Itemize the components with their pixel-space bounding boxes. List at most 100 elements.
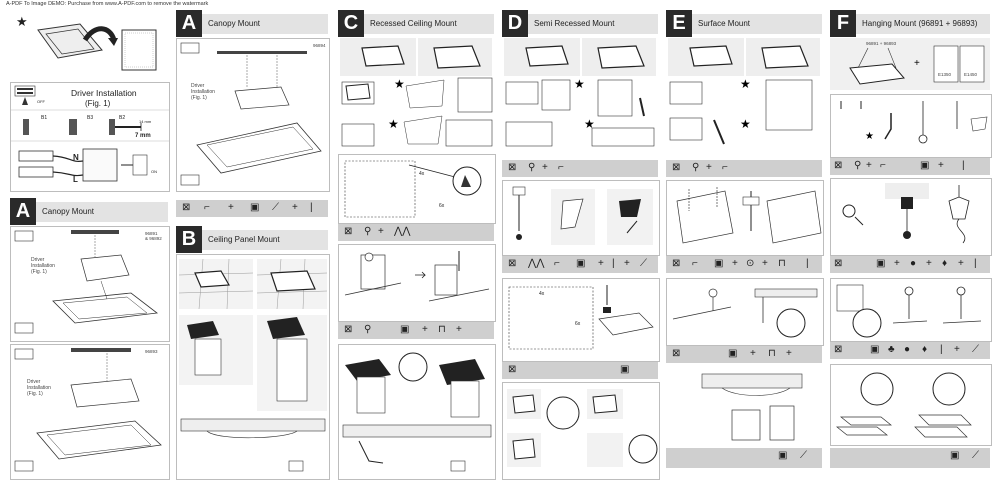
count-4x: 4x <box>419 171 425 177</box>
ceiling-panel-diagram <box>178 258 328 472</box>
recessed-overview: ★ ★ <box>340 38 493 147</box>
clip-icon: ⊓ <box>768 348 776 359</box>
plus-icon: + <box>938 160 944 171</box>
section-f-header: F Hanging Mount (96891 + 96893) <box>830 10 990 37</box>
section-title: Semi Recessed Mount <box>534 19 615 28</box>
hanging-drill-panel: ★ <box>830 94 992 158</box>
section-b-header: B Ceiling Panel Mount <box>176 226 328 253</box>
plus-icon: + <box>786 348 792 359</box>
n-label: N <box>73 153 79 162</box>
section-title: Canopy Mount <box>208 19 261 28</box>
hanging-final-diagram <box>836 372 972 438</box>
semi-recessed-overview: ★ ★ <box>504 38 656 147</box>
tools-bar: ⊠ ⋀⋀ ⌐ ▣ + | + ⟋ <box>502 256 658 273</box>
semi-install-diagram <box>507 389 658 467</box>
box-icon: ▣ <box>778 450 788 461</box>
section-letter: C <box>338 10 364 37</box>
cutout-diagram <box>344 160 482 218</box>
recessed-cutout-panel: 4x 6x <box>338 154 496 224</box>
svg-text:★: ★ <box>388 117 399 131</box>
driver-installation-panel: Driver Installation (Fig. 1) OFF B1 B3 B… <box>10 82 170 192</box>
recessed-clip-panel <box>338 244 496 322</box>
driver-note: Driver Installation (Fig. 1) <box>31 257 55 275</box>
plus-icon: + <box>624 258 630 269</box>
plus-icon: + <box>954 344 960 355</box>
ladder-icon: ⊠ <box>344 324 353 335</box>
ladder-icon: ⊠ <box>672 162 681 173</box>
ladder-icon: ⊠ <box>672 348 681 359</box>
recessed-overview-panel: ★ ★ <box>338 38 494 150</box>
plus-icon: + <box>894 258 900 269</box>
semi-recessed-overview-panel: ★ ★ <box>502 38 658 154</box>
hanging-final-panel <box>830 364 992 446</box>
tools-bar: ⊠ ⚲ + ⌐ <box>502 160 658 177</box>
count-6x: 6x <box>575 321 581 327</box>
plug-icon: ⟋ <box>972 344 979 355</box>
plug-icon: ⟋ <box>640 258 647 269</box>
hand-icon: ⚲ <box>854 160 862 171</box>
screwdriver-icon: | <box>806 258 809 269</box>
surface-final-diagram <box>701 373 803 441</box>
canopy-mount-96893-panel: 96893 Driver Installation (Fig. 1) <box>10 344 170 480</box>
tools-bar: ▣ ⟋ <box>830 448 990 468</box>
hanging-bracket-diagram <box>836 284 982 338</box>
section-title: Ceiling Panel Mount <box>208 235 280 244</box>
section-letter: A <box>176 10 202 37</box>
tools-bar: ⊠ ⚲ + ⋀⋀ <box>338 224 494 241</box>
semi-recessed-drill-panel <box>502 180 660 256</box>
box-icon: ▣ <box>728 348 738 359</box>
plug-icon: ⟋ <box>972 450 979 461</box>
hanging-drill-diagram: ★ <box>840 101 988 144</box>
surface-overview-panel: ★ ★ <box>666 38 822 154</box>
plus-icon: + <box>422 324 428 335</box>
screwdriver-icon: | <box>940 344 943 355</box>
tools-bar: ⊠ ▣ + ⊓ + <box>666 346 822 363</box>
section-e-header: E Surface Mount <box>666 10 822 37</box>
clip-icon: ♦ <box>922 344 928 355</box>
section-title: Recessed Ceiling Mount <box>370 19 457 28</box>
driver-note: Driver Installation (Fig. 1) <box>191 83 215 101</box>
part-code: 96893 <box>145 349 158 354</box>
tools-bar: ⊠ ⚲ + ⌐ ▣ + | <box>830 158 990 175</box>
box-icon: ▣ <box>400 324 410 335</box>
ladder-icon: ⊠ <box>834 258 843 269</box>
clip-icon: ⊓ <box>778 258 786 269</box>
box-icon: ▣ <box>620 364 630 375</box>
box-icon: ▣ <box>950 450 960 461</box>
drill-icon: ⌐ <box>722 162 728 173</box>
tools-bar: ⊠ ▣ <box>502 362 658 379</box>
plus-icon: + <box>598 258 604 269</box>
canopy-mount-96894-panel: 96894 Driver Installation (Fig. 1) <box>176 38 330 192</box>
drill-icon: ⌐ <box>558 162 564 173</box>
ladder-icon: ⊠ <box>508 364 517 375</box>
plus-icon: + <box>958 258 964 269</box>
count-4x: 4x <box>539 291 545 297</box>
semi-recessed-frame-panel: 4x 6x <box>502 278 660 362</box>
drill-icon: ⌐ <box>204 202 210 213</box>
tools-bar: ⊠ ⚲ + ⌐ <box>666 160 822 177</box>
hand-icon: ⚲ <box>528 162 536 173</box>
part-code: E1450 <box>964 72 978 77</box>
svg-text:+: + <box>914 58 920 69</box>
ladder-icon: ⊠ <box>508 258 517 269</box>
ladder-icon: ⊠ <box>834 160 843 171</box>
section-c-header: C Recessed Ceiling Mount <box>338 10 494 37</box>
section-d-header: D Semi Recessed Mount <box>502 10 658 37</box>
svg-text:★: ★ <box>584 117 595 131</box>
driver-installation-title: Driver Installation <box>71 88 137 98</box>
saw-icon: ⋀⋀ <box>528 258 545 269</box>
frame-diagram <box>508 285 654 350</box>
plus-icon: + <box>866 160 872 171</box>
driver-note: Driver Installation (Fig. 1) <box>27 379 51 397</box>
mm14-label: 14 mm <box>139 119 152 124</box>
ceiling-panel-mount-panel <box>176 254 330 480</box>
tools-bar: ⊠ ⌐ + ▣ ⟋ + | <box>176 200 328 217</box>
on-label: ON <box>151 169 157 174</box>
ladder-icon: ⊠ <box>344 226 353 237</box>
ladder-icon: ⊠ <box>672 258 681 269</box>
surface-overview: ★ ★ <box>668 38 820 145</box>
section-a-left-header: A Canopy Mount <box>10 198 168 225</box>
hand-icon: ⚲ <box>692 162 700 173</box>
plus-icon: + <box>378 226 384 237</box>
ladder-icon: ⊠ <box>834 344 843 355</box>
